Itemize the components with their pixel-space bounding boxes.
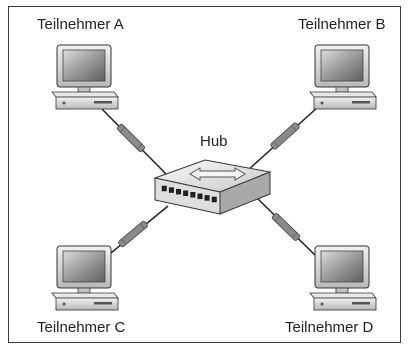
hub-arrow-icon [189,167,246,181]
hub-port [161,185,167,192]
hub-ports [161,185,217,203]
cable-d [254,195,319,259]
cable-a [99,106,169,177]
computer-icon [309,44,377,110]
hub-port [197,193,203,200]
participant-label-c: Teilnehmer C [37,319,126,336]
hub-port [211,196,217,203]
participant-label-a: Teilnehmer A [37,16,124,33]
hub-port [190,192,196,198]
participant-label-b: Teilnehmer B [298,16,386,33]
computer-icon [51,44,119,110]
hub-port [176,188,181,195]
hub-label: Hub [200,133,228,150]
hub-port [183,190,189,196]
hub-port [204,195,210,201]
cable-b [247,106,319,171]
computer-icon [309,245,377,311]
participant-label-d: Teilnehmer D [285,319,374,336]
hub-port [168,187,174,193]
hub-device [153,159,272,215]
computer-icon [51,245,119,311]
